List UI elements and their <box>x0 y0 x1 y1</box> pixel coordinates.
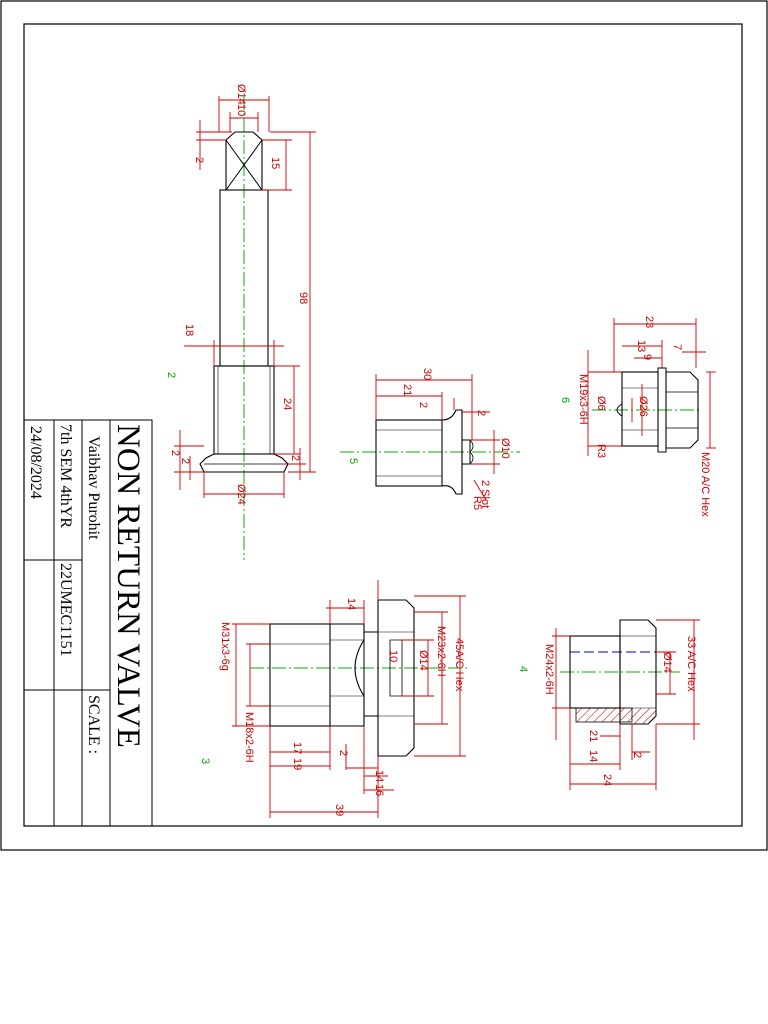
part6-dim-13: 13 <box>635 340 647 352</box>
part3-dim-17: 17 <box>291 742 303 754</box>
part2-dim-d24: Ø24 <box>235 484 247 505</box>
part2-dim-right-bot: 2 <box>289 455 301 461</box>
part6-thread: M19x3-6H <box>577 374 589 425</box>
part3-dim-2: 2 <box>337 750 349 756</box>
part-3-body: 14 10 45A/C Hex M23x2-6H Ø14 M31x3-6g M1… <box>219 580 468 818</box>
roll-number: 22UMEC1151 <box>57 563 74 657</box>
part5-dim-2b: 2 <box>475 410 487 416</box>
part3-hex: 45A/C Hex <box>453 638 465 692</box>
part-5-disc: 30 21 2 2 Ø10 2 Slot R5 <box>340 368 520 510</box>
part2-dim-left-bot1: 2 <box>169 450 181 456</box>
part3-thread-ext: M31x3-6g <box>219 622 231 671</box>
date: 24/08/2024 <box>27 426 44 499</box>
part5-dim-d10: Ø10 <box>499 438 511 459</box>
part3-dim-d14: Ø14 <box>417 650 429 671</box>
part2-dim-18: 18 <box>183 324 195 336</box>
part5-dim-21: 21 <box>401 384 413 396</box>
part4-dim-14: 14 <box>587 750 599 762</box>
part2-dim-d14: Ø14 <box>235 84 247 105</box>
part-label-3: 3 <box>199 758 211 764</box>
part3-dim-10: 10 <box>387 650 399 662</box>
part-label-5: 5 <box>347 458 359 464</box>
outer-border <box>0 0 768 851</box>
part2-dim-10: 10 <box>235 104 247 116</box>
part6-dim-9: 9 <box>641 354 653 360</box>
scale-label: SCALE : <box>85 695 102 754</box>
part2-dim-left-bot2: 2 <box>179 458 191 464</box>
part-2-spindle: Ø14 10 2 15 98 18 24 2 2 2 Ø24 <box>169 84 316 560</box>
part2-dim-98: 98 <box>297 292 309 304</box>
part2-dim-15: 15 <box>269 157 281 169</box>
part5-r5: R5 <box>471 496 483 510</box>
part4-dim-21: 21 <box>587 730 599 742</box>
part-label-2: 2 <box>165 372 177 378</box>
part4-dim-2: 2 <box>631 752 643 758</box>
part6-r3: R3 <box>595 444 607 458</box>
student-name: Vaibhav Purohit <box>85 436 102 540</box>
part2-dim-24: 24 <box>281 398 293 410</box>
part5-slot: 2 Slot <box>479 480 491 508</box>
part6-dim-7: 7 <box>671 344 683 350</box>
part-label-6: 6 <box>559 397 571 403</box>
semester: 7th SEM 4thYR <box>57 424 74 528</box>
part-label-4: 4 <box>517 666 529 672</box>
part3-dim-19: 19 <box>291 758 303 770</box>
part3-dim-14: 14 <box>345 598 357 610</box>
drawing-title: NON RETURN VALVE <box>110 424 146 748</box>
part3-dim-16: 16 <box>373 784 385 796</box>
part6-hex: M20 A/C Hex <box>699 452 711 517</box>
part6-dim-d26: Ø26 <box>637 396 649 417</box>
part5-dim-30: 30 <box>421 368 433 380</box>
part3-dim-14b: 14 <box>373 770 385 782</box>
part3-thread-m18: M18x2-6H <box>243 712 255 763</box>
part3-thread-int: M23x2-6H <box>435 626 447 677</box>
part2-dim-left-top: 2 <box>193 157 205 163</box>
part4-dim-24: 24 <box>601 774 613 786</box>
part6-dim-d6: Ø6 <box>595 396 607 411</box>
part5-dim-2a: 2 <box>417 402 429 408</box>
part-6-cap: 23 13 9 7 M19x3-6H Ø6 Ø26 R3 M20 A/C Hex <box>577 316 716 517</box>
title-block: NON RETURN VALVE Vaibhav Purohit 7th SEM… <box>23 419 153 827</box>
part3-dim-39: 39 <box>333 804 345 816</box>
part-4-plug: M24x2-6H 33 A/C Hex Ø14 21 14 2 24 <box>543 619 700 790</box>
part4-dim-d14: Ø14 <box>661 652 673 673</box>
part6-dim-23: 23 <box>643 316 655 328</box>
part4-thread: M24x2-6H <box>543 644 555 695</box>
part4-hex: 33 A/C Hex <box>685 636 697 692</box>
